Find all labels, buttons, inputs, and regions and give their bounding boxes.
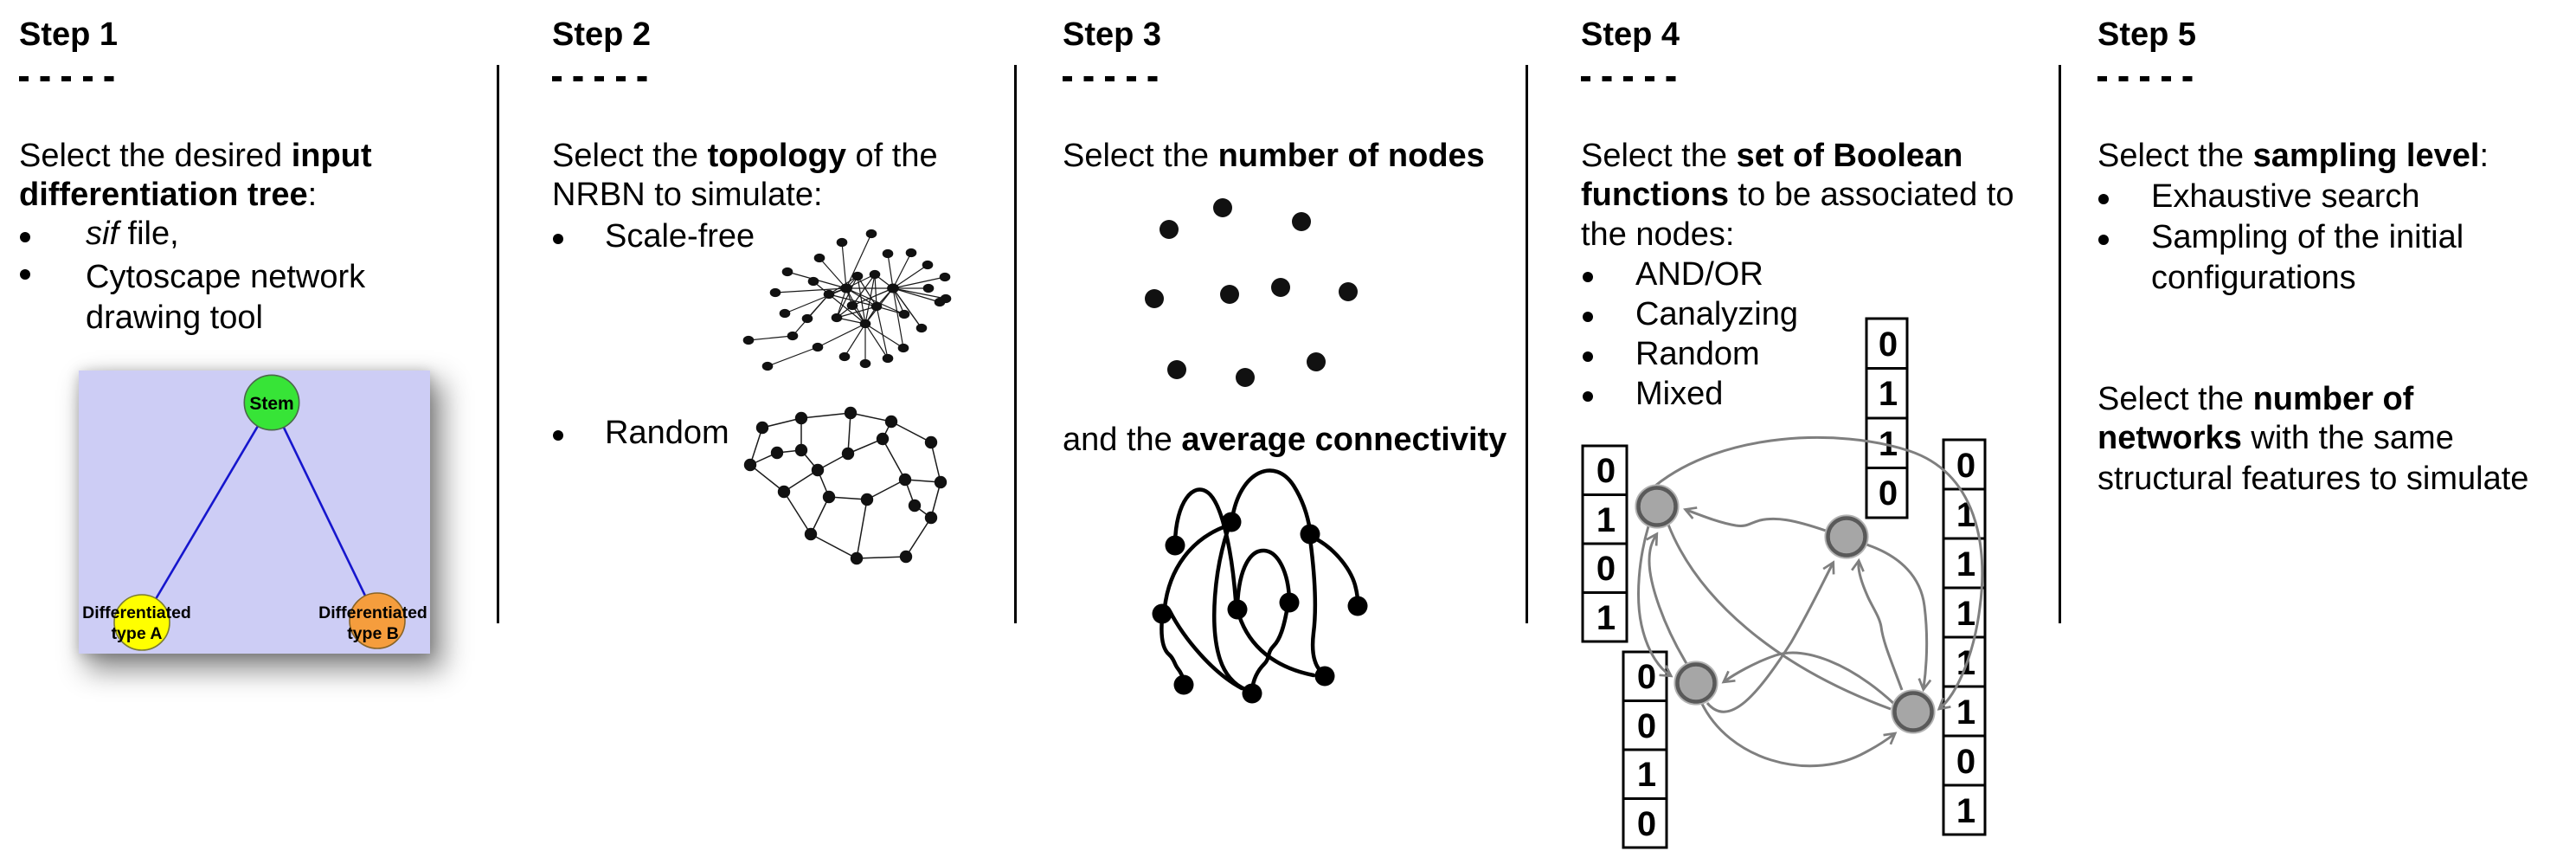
svg-text:Differentiated: Differentiated [82, 603, 191, 622]
svg-text:0: 0 [1956, 447, 1975, 485]
svg-text:1: 1 [1956, 545, 1975, 583]
svg-text:1: 1 [1956, 595, 1975, 633]
svg-text:0: 0 [1637, 805, 1656, 843]
svg-text:0: 0 [1596, 550, 1616, 588]
svg-text:1: 1 [1956, 693, 1975, 732]
svg-text:0: 0 [1596, 452, 1616, 490]
svg-text:0: 0 [1637, 707, 1656, 745]
svg-text:type B: type B [347, 624, 399, 643]
svg-text:1: 1 [1596, 599, 1616, 637]
svg-text:1: 1 [1596, 501, 1616, 539]
svg-text:0: 0 [1637, 658, 1656, 696]
svg-text:type A: type A [112, 624, 163, 643]
svg-text:Stem: Stem [249, 394, 293, 414]
svg-text:0: 0 [1879, 474, 1898, 513]
svg-text:Differentiated: Differentiated [318, 603, 427, 622]
svg-text:0: 0 [1879, 326, 1898, 364]
svg-text:1: 1 [1956, 792, 1975, 830]
svg-text:1: 1 [1879, 375, 1898, 413]
svg-text:1: 1 [1637, 756, 1656, 794]
svg-text:0: 0 [1956, 743, 1975, 781]
